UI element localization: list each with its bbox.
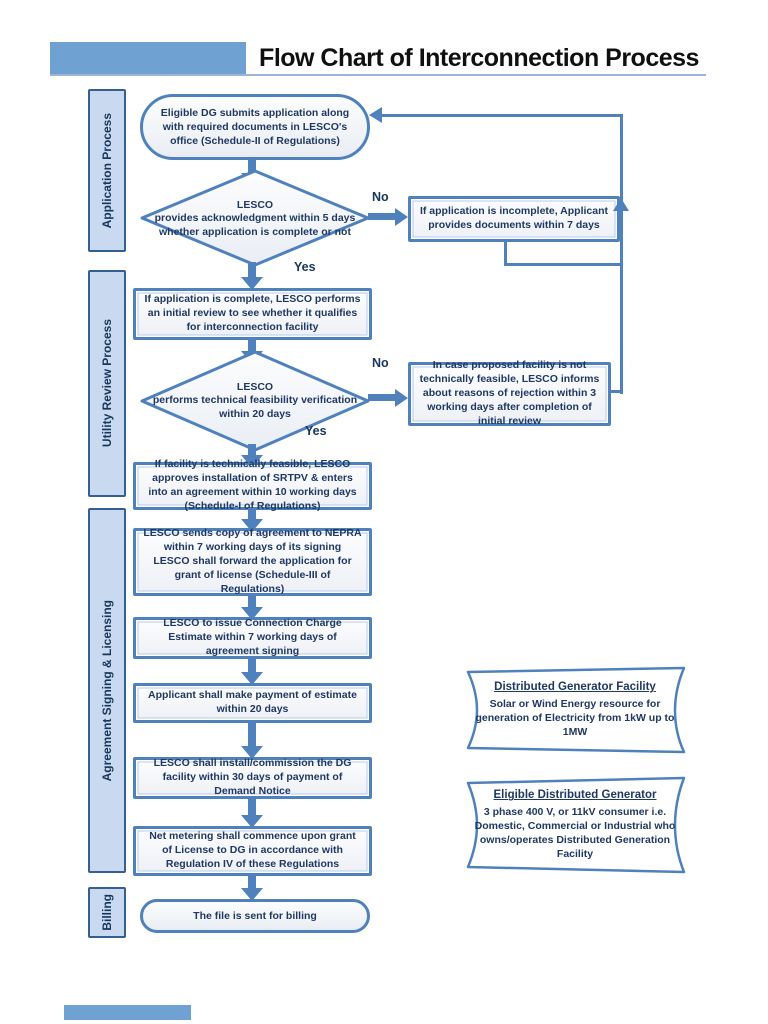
phase-label: Application Process xyxy=(100,112,114,229)
node-initial-review: If application is complete, LESCO perfor… xyxy=(133,288,372,340)
arrowhead-into-start xyxy=(369,107,382,123)
node-net-metering: Net metering shall commence upon grant o… xyxy=(133,826,372,876)
callout-title: Distributed Generator Facility xyxy=(494,681,656,694)
connector-feedback-vertical xyxy=(620,114,623,394)
callout-title: Eligible Distributed Generator xyxy=(493,789,657,802)
node-start-submit-application: Eligible DG submits application along wi… xyxy=(140,94,370,160)
callout-eligible-distributed-generator: Eligible Distributed Generator 3 phase 4… xyxy=(472,780,678,870)
decision-feasibility-text: LESCO performs technical feasibility ver… xyxy=(150,360,360,442)
arrowhead-feedback-up xyxy=(613,198,629,211)
node-end-billing: The file is sent for billing xyxy=(140,899,370,933)
phase-utility-review-process: Utility Review Process xyxy=(88,270,126,497)
arrow-down xyxy=(241,262,263,290)
node-install-commission: LESCO shall install/commission the DG fa… xyxy=(133,757,372,799)
phase-billing: Billing xyxy=(88,887,126,938)
page-title: Flow Chart of Interconnection Process xyxy=(259,44,699,72)
title-accent-bar xyxy=(50,42,246,74)
arrow-down xyxy=(241,594,263,620)
arrow-right xyxy=(368,208,408,226)
phase-agreement-signing-licensing: Agreement Signing & Licensing xyxy=(88,508,126,873)
decision-text-line1: LESCO xyxy=(236,198,274,211)
connector-incomplete-stub-v xyxy=(504,241,507,266)
callout-distributed-generator-facility-shape xyxy=(466,666,686,754)
node-nepra-license: LESCO sends copy of agreement to NEPRA w… xyxy=(133,527,372,596)
label-yes-1: Yes xyxy=(294,260,316,274)
callout-eligible-distributed-generator-shape xyxy=(466,776,686,874)
node-rejection-notice: In case proposed facility is not technic… xyxy=(408,359,611,427)
decision-text-rest: performs technical feasibility verificat… xyxy=(152,394,358,420)
arrow-down xyxy=(241,721,263,759)
nepra-line1: LESCO sends copy of agreement to NEPRA w… xyxy=(143,527,362,554)
callout-body: Solar or Wind Energy resource for genera… xyxy=(475,698,675,739)
label-yes-2: Yes xyxy=(305,424,327,438)
arrow-down xyxy=(241,797,263,828)
arrow-down xyxy=(241,874,263,901)
nepra-line2: LESCO shall forward the application for … xyxy=(153,555,352,595)
phase-label: Billing xyxy=(100,894,114,931)
label-no-2: No xyxy=(372,356,389,370)
connector-incomplete-stub-h xyxy=(504,263,623,266)
phase-application-process: Application Process xyxy=(88,89,126,252)
node-incomplete-application: If application is incomplete, Applicant … xyxy=(408,196,620,242)
arrow-right xyxy=(368,389,408,407)
decision-text-rest: provides acknowledgment within 5 days wh… xyxy=(154,212,356,238)
arrow-down xyxy=(241,657,263,685)
title-underline xyxy=(50,74,706,76)
node-payment: Applicant shall make payment of estimate… xyxy=(133,683,372,723)
callout-body: 3 phase 400 V, or 11kV consumer i.e. Dom… xyxy=(474,805,676,861)
connector-rejection-stub-h xyxy=(608,390,623,393)
phase-label: Utility Review Process xyxy=(100,319,114,448)
node-connection-charge-estimate: LESCO to issue Connection Charge Estimat… xyxy=(133,617,372,659)
label-no-1: No xyxy=(372,190,389,204)
decision-text-line1: LESCO xyxy=(236,380,274,393)
decision-acknowledgment-text: LESCO provides acknowledgment within 5 d… xyxy=(150,178,360,260)
callout-distributed-generator-facility: Distributed Generator Facility Solar or … xyxy=(472,670,678,750)
connector-feedback-top xyxy=(381,114,623,117)
phase-label: Agreement Signing & Licensing xyxy=(100,599,114,782)
node-approval-agreement: If facility is technically feasible, LES… xyxy=(133,458,372,512)
bottom-accent-bar xyxy=(64,1005,191,1020)
